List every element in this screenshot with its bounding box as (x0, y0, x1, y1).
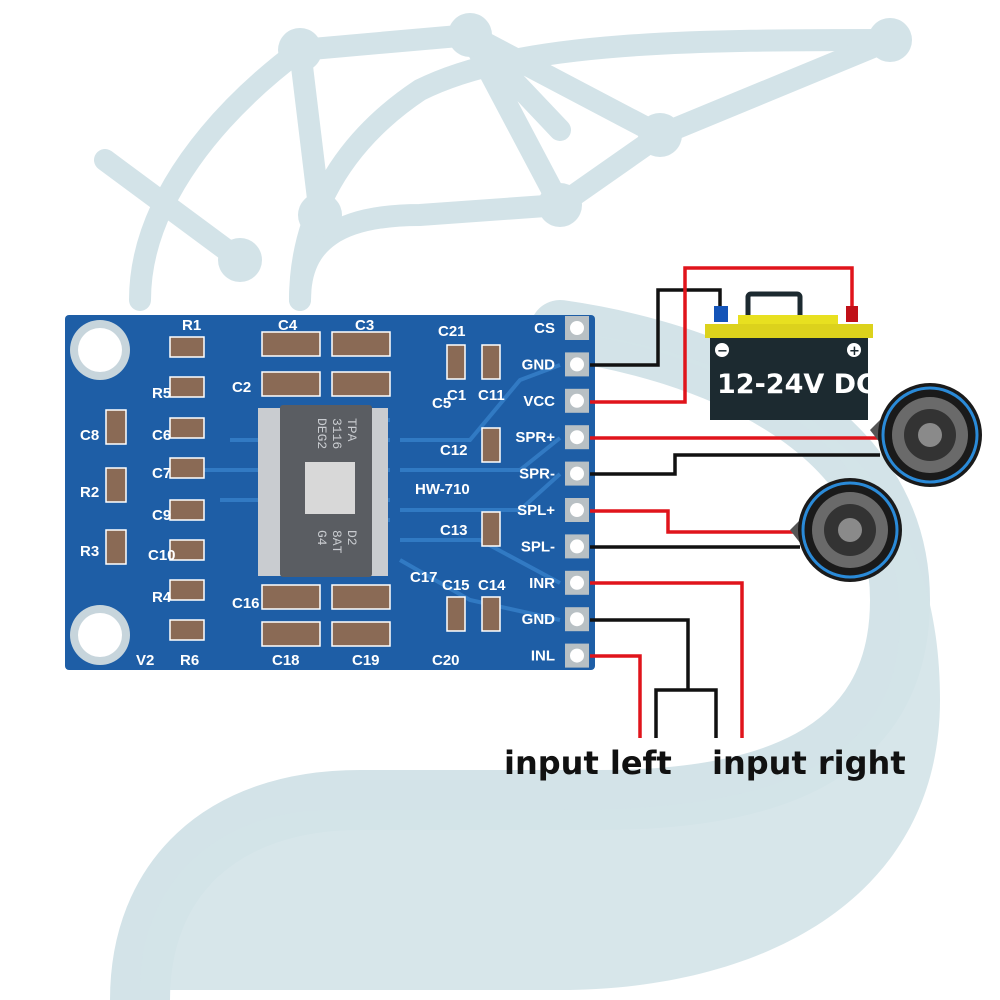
amplifier-board: TPA 3116 DEG2 D2 8AT G4 R1 R5 C6 (65, 315, 595, 670)
pin-label: CS (534, 320, 555, 337)
svg-text:C4: C4 (278, 317, 298, 334)
battery-minus: − (717, 344, 728, 359)
svg-text:C13: C13 (440, 522, 468, 539)
svg-text:R4: R4 (152, 589, 172, 606)
wire-vcc-battery (590, 266, 854, 404)
pin-label: SPL+ (517, 502, 555, 519)
watermark-nodes (218, 13, 912, 282)
watermark-swoosh (140, 330, 940, 990)
pin-label: GND (522, 356, 556, 373)
svg-text:R1: R1 (182, 317, 201, 334)
wire-gnd-input (590, 618, 718, 738)
speaker-left (790, 478, 902, 582)
chip-marking-line: TPA (344, 418, 359, 442)
svg-text:V2: V2 (136, 652, 154, 669)
svg-text:R2: R2 (80, 484, 99, 501)
pin-label: SPR- (519, 466, 555, 483)
battery-plus: + (849, 344, 860, 359)
pin-hole (570, 321, 584, 335)
wire-gnd-battery (590, 288, 722, 367)
pin-hole (570, 539, 584, 554)
speaker-right (870, 383, 982, 487)
pin-label: GND (522, 611, 556, 628)
svg-text:C17: C17 (410, 569, 438, 586)
svg-text:C1: C1 (447, 387, 466, 404)
wire-inr (590, 581, 744, 738)
svg-text:C7: C7 (152, 465, 171, 482)
svg-text:C3: C3 (355, 317, 374, 334)
svg-text:C8: C8 (80, 427, 99, 444)
wire-spr-minus (590, 453, 880, 476)
svg-text:C12: C12 (440, 442, 468, 459)
pin-label: VCC (523, 393, 555, 410)
pin-header: CS GND VCC SPR+ SPR- SPL+ SPL- INR GND INL (515, 316, 589, 668)
input-left-label: input left (504, 744, 672, 782)
pin-hole (570, 466, 584, 481)
wires (590, 266, 880, 738)
pin-hole (570, 612, 584, 627)
svg-text:R5: R5 (152, 385, 171, 402)
pin-hole (570, 430, 584, 445)
chip-marking-line: 3116 (329, 418, 344, 449)
pin-label: SPR+ (515, 429, 555, 446)
wire-spl-plus (590, 509, 800, 534)
svg-text:C19: C19 (352, 652, 380, 669)
svg-text:C21: C21 (438, 323, 466, 340)
svg-text:C18: C18 (272, 652, 300, 669)
silkscreen-labels: R1 R5 C6 C7 C9 C10 R4 R6 C8 R2 R3 C4 C3 … (80, 317, 506, 669)
chip-marking-line: G4 (314, 530, 329, 546)
svg-text:C5: C5 (432, 395, 451, 412)
input-right-label: input right (712, 744, 906, 782)
svg-text:R6: R6 (180, 652, 199, 669)
svg-text:C2: C2 (232, 379, 251, 396)
chip-marking: TPA 3116 DEG2 D2 8AT G4 (314, 418, 359, 554)
svg-text:C11: C11 (478, 387, 505, 404)
svg-text:C15: C15 (442, 577, 470, 594)
svg-text:C6: C6 (152, 427, 171, 444)
wire-inl (590, 654, 642, 738)
battery-voltage-label: 12-24V DC (717, 369, 876, 400)
svg-text:C9: C9 (152, 507, 171, 524)
pin-label: INR (529, 575, 555, 592)
pin-hole (570, 575, 584, 590)
svg-text:C14: C14 (478, 577, 506, 594)
pin-label: INL (531, 648, 555, 665)
chip-marking-line: DEG2 (314, 418, 329, 449)
pin-hole (570, 393, 584, 408)
svg-text:C10: C10 (148, 547, 176, 564)
pin-hole (570, 648, 584, 663)
chip-marking-line: D2 (344, 530, 359, 546)
board-model-label: HW-710 (415, 481, 470, 498)
pin-label: SPL- (521, 538, 555, 555)
svg-text:C16: C16 (232, 595, 260, 612)
pin-hole (570, 357, 584, 372)
battery: − + 12-24V DC (705, 291, 876, 420)
pin-hole (570, 503, 584, 517)
chip-marking-line: 8AT (329, 530, 344, 554)
svg-text:C20: C20 (432, 652, 460, 669)
svg-text:R3: R3 (80, 543, 99, 560)
